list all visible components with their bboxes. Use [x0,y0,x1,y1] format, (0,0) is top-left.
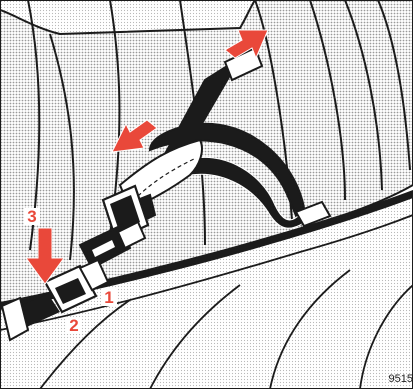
callout-step-2: 2 [66,317,82,334]
callout-step-1: 1 [101,289,117,306]
callout-step-3-label: 3 [27,207,36,226]
callout-step-1-label: 1 [104,288,113,307]
callout-step-2-label: 2 [69,316,78,335]
callout-step-3: 3 [24,208,40,225]
figure-code: 9515 [389,373,413,385]
